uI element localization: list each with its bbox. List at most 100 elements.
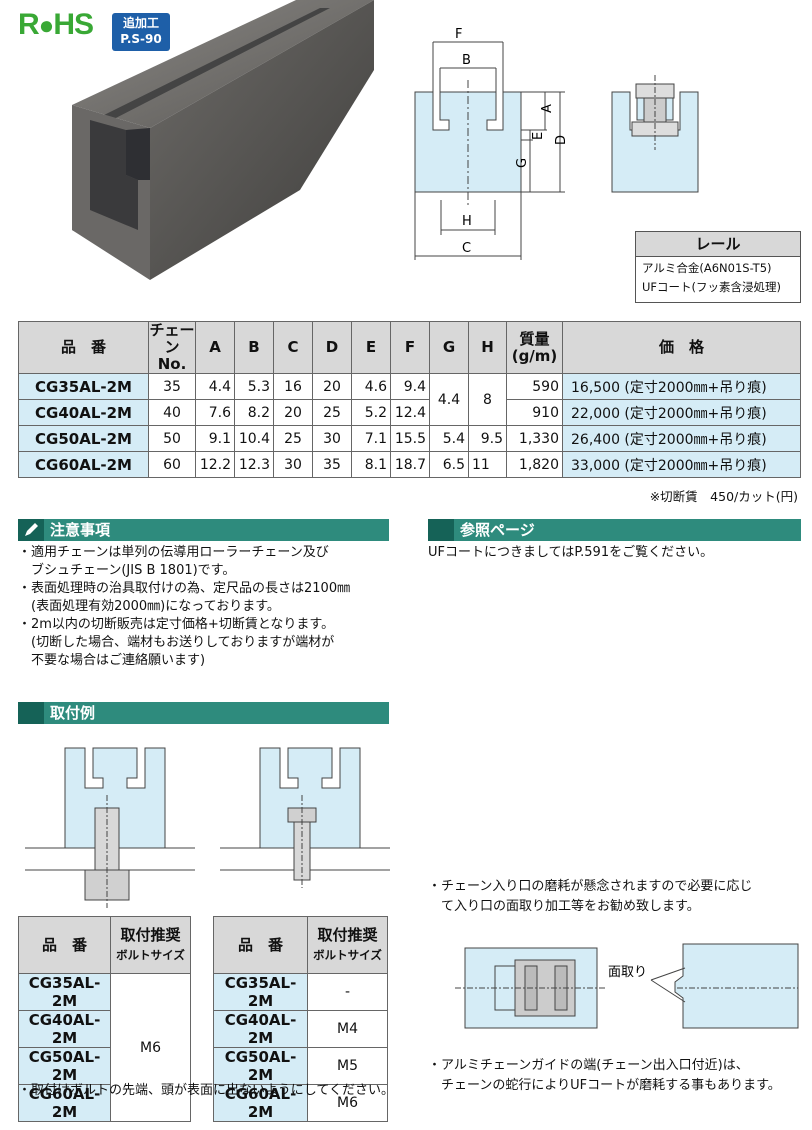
- rail-title: レール: [636, 232, 800, 257]
- part-number: CG60AL-2M: [213, 1084, 308, 1122]
- end-note: ・アルミチェーンガイドの端(チェーン出入口付近)は、 チェーンの蛇行によりUFコ…: [428, 1056, 781, 1096]
- dim-a: 9.1: [195, 425, 235, 452]
- bolt-size: M6: [110, 973, 191, 1122]
- dim-h-merged: 8: [468, 373, 507, 426]
- mounting-drawing-tapped-bolt: [220, 747, 390, 888]
- mass: 910: [506, 399, 563, 426]
- bolt-subheading: ボルトサイズ: [313, 948, 382, 962]
- caution-line: ・2m以内の切断販売は定寸価格+切断賃となります。: [18, 617, 335, 632]
- dim-d: 35: [312, 451, 352, 478]
- price: 16,500 (定寸2000㎜+吊り痕): [562, 373, 801, 400]
- th-price: 価 格: [562, 321, 801, 374]
- part-number: CG60AL-2M: [18, 451, 149, 478]
- reference-title: 参照ページ: [460, 521, 535, 539]
- price: 33,000 (定寸2000㎜+吊り痕): [562, 451, 801, 478]
- part-number: CG50AL-2M: [18, 425, 149, 452]
- dim-label-d: D: [554, 135, 569, 145]
- th-part-number: 品 番: [18, 916, 111, 974]
- mounting-drawing-through-bolt: [25, 747, 195, 908]
- extra-processing-badge[interactable]: 追加工 P.S-90: [112, 13, 170, 51]
- part-number: CG35AL-2M: [18, 373, 149, 400]
- th-g: G: [429, 321, 469, 374]
- extra-processing-page: P.S-90: [120, 32, 162, 46]
- dim-e: 4.6: [351, 373, 391, 400]
- end-note-line: チェーンの蛇行によりUFコートが磨耗する事もあります。: [428, 1078, 781, 1093]
- wear-line: て入り口の面取り加工等をお勧め致します。: [428, 899, 700, 914]
- dim-b: 5.3: [234, 373, 274, 400]
- spec-header-row: 品 番 チェーン No. A B C D E F G H 質量 (g/m) 価 …: [18, 321, 801, 374]
- dim-e: 8.1: [351, 451, 391, 478]
- caution-title: 注意事項: [50, 521, 111, 539]
- dim-b: 12.3: [234, 451, 274, 478]
- dim-e: 5.2: [351, 399, 391, 426]
- dim-label-e: E: [531, 132, 546, 140]
- reference-text[interactable]: UFコートにつきましてはP.591をご覧ください。: [428, 545, 714, 560]
- spec-table: 品 番 チェーン No. A B C D E F G H 質量 (g/m) 価 …: [18, 321, 801, 478]
- price: 26,400 (定寸2000㎜+吊り痕): [562, 425, 801, 452]
- table-row: CG40AL-2M 40 7.6 8.2 20 25 5.2 12.4 910 …: [18, 399, 801, 426]
- dim-a: 4.4: [195, 373, 235, 400]
- mount-header-row: 品 番 取付推奨ボルトサイズ: [213, 916, 388, 974]
- reference-section: 参照ページ UFコートにつきましてはP.591をご覧ください。: [428, 519, 801, 562]
- dim-a: 7.6: [195, 399, 235, 426]
- th-mass: 質量 (g/m): [506, 321, 563, 374]
- th-a: A: [195, 321, 235, 374]
- th-bolt: 取付推奨ボルトサイズ: [110, 916, 191, 974]
- dim-c: 30: [273, 451, 313, 478]
- bolt-subheading: ボルトサイズ: [116, 948, 185, 962]
- th-d: D: [312, 321, 352, 374]
- mount-header-row: 品 番 取付推奨ボルトサイズ: [18, 916, 191, 974]
- dim-g: 6.5: [429, 451, 469, 478]
- caution-body: ・適用チェーンは単列の伝導用ローラーチェーン及び ブシュチェーン(JIS B 1…: [18, 544, 389, 670]
- dim-label-b: B: [462, 53, 471, 68]
- mass: 590: [506, 373, 563, 400]
- dim-c: 20: [273, 399, 313, 426]
- table-row: CG35AL-2M-: [213, 973, 388, 1011]
- dim-label-g: G: [515, 158, 530, 168]
- chain-no: 50: [148, 425, 196, 452]
- end-note-line: ・アルミチェーンガイドの端(チェーン出入口付近)は、: [428, 1058, 749, 1073]
- table-row: CG60AL-2M 60 12.2 12.3 30 35 8.1 18.7 6.…: [18, 451, 801, 478]
- dim-d: 25: [312, 399, 352, 426]
- pencil-icon: [18, 519, 44, 541]
- part-number: CG40AL-2M: [213, 1010, 308, 1048]
- chamfer-drawing: 面取り: [455, 943, 799, 1029]
- wear-line: ・チェーン入り口の磨耗が懸念されますので必要に応じ: [428, 879, 753, 894]
- dim-h: 9.5: [468, 425, 507, 452]
- dim-c: 25: [273, 425, 313, 452]
- chain-no: 60: [148, 451, 196, 478]
- caution-line: ブシュチェーン(JIS B 1801)です。: [18, 563, 236, 578]
- dim-a: 12.2: [195, 451, 235, 478]
- dim-label-f: F: [455, 27, 462, 42]
- part-number: CG35AL-2M: [213, 973, 308, 1011]
- dim-label-a: A: [540, 104, 555, 113]
- part-number: CG40AL-2M: [18, 1010, 111, 1048]
- rohs-logo: R●HS: [18, 8, 94, 41]
- bolt-heading: 取付推奨: [120, 926, 181, 944]
- part-number: CG50AL-2M: [18, 1047, 111, 1085]
- product-image: [72, 0, 374, 280]
- reference-heading: 参照ページ: [428, 519, 801, 541]
- cut-fee-note: ※切断賃 450/カット(円): [649, 489, 798, 504]
- bolt-size: M5: [307, 1047, 388, 1085]
- part-number: CG35AL-2M: [18, 973, 111, 1011]
- th-bolt: 取付推奨ボルトサイズ: [307, 916, 388, 974]
- dim-f: 18.7: [390, 451, 430, 478]
- price: 22,000 (定寸2000㎜+吊り痕): [562, 399, 801, 426]
- mounting-heading: 取付例: [18, 702, 389, 724]
- mounting-section: 取付例: [18, 702, 389, 724]
- mass: 1,820: [506, 451, 563, 478]
- th-h: H: [468, 321, 507, 374]
- part-number: CG50AL-2M: [213, 1047, 308, 1085]
- caution-heading: 注意事項: [18, 519, 389, 541]
- chain-no: 35: [148, 373, 196, 400]
- dim-d: 20: [312, 373, 352, 400]
- dim-b: 10.4: [234, 425, 274, 452]
- bolt-size: M6: [307, 1084, 388, 1122]
- dim-g: 5.4: [429, 425, 469, 452]
